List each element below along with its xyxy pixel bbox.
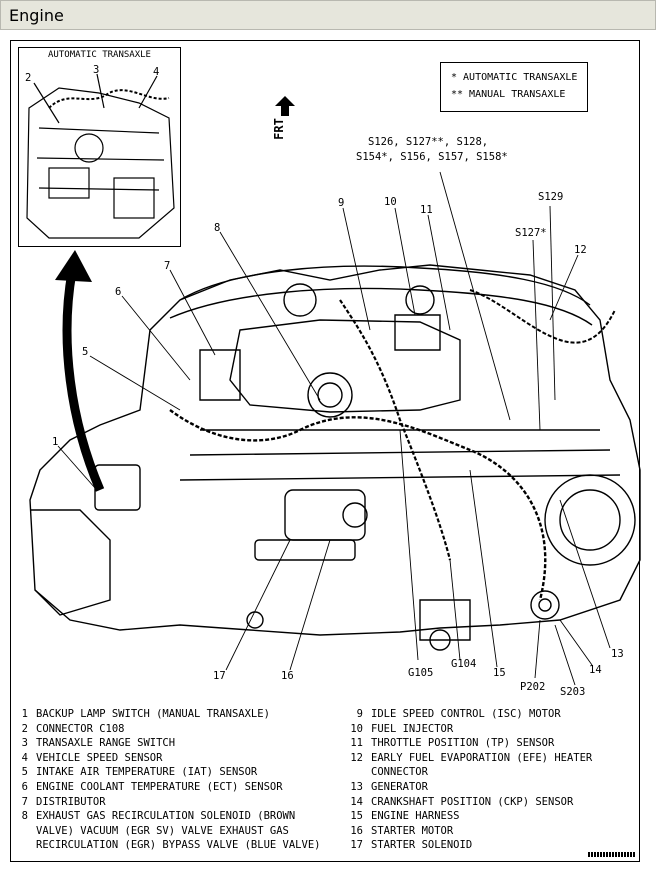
key-entry-number: 12 <box>350 751 363 764</box>
callout-s203: S203 <box>560 686 586 698</box>
key-entry: VALVE) VACUUM (EGR SV) VALVE EXHAUST GAS <box>10 824 289 839</box>
key-entry-number: 1 <box>21 708 28 720</box>
splice-list-line2: S154*, S156, S157, S158* <box>356 151 508 163</box>
key-entry-text: FUEL INJECTOR <box>371 722 454 735</box>
key-entry: 8 EXHAUST GAS RECIRCULATION SOLENOID (BRO… <box>10 809 296 824</box>
key-entry-text: EARLY FUEL EVAPORATION (EFE) HEATER <box>371 751 593 764</box>
key-entry-number: 3 <box>21 737 28 750</box>
legend-automatic: * AUTOMATIC TRANSAXLE <box>451 72 578 83</box>
inset-title: AUTOMATIC TRANSAXLE <box>48 50 151 60</box>
key-entry: 14 CRANKSHAFT POSITION (CKP) SENSOR <box>345 795 573 810</box>
key-entry-number: 16 <box>350 824 363 837</box>
key-entry-text: GENERATOR <box>371 781 428 793</box>
key-entry-text: EXHAUST GAS RECIRCULATION SOLENOID (BROW… <box>36 810 296 823</box>
automatic-transaxle-inset: AUTOMATIC TRANSAXLE 2 3 4 <box>18 47 181 247</box>
key-entry: 16 STARTER MOTOR <box>345 824 453 839</box>
key-entry-number: 11 <box>350 737 363 750</box>
key-entry-text: ENGINE COOLANT TEMPERATURE (ECT) SENSOR <box>36 781 283 793</box>
key-entry-text: CONNECTOR C108 <box>36 722 125 735</box>
key-entry-text: STARTER SOLENOID <box>371 839 473 852</box>
key-entry: 12 EARLY FUEL EVAPORATION (EFE) HEATER <box>345 751 592 766</box>
callout-s129: S129 <box>538 191 564 203</box>
key-entry-number: 2 <box>21 722 28 735</box>
callout-16: 16 <box>281 670 294 682</box>
key-entry-text: DISTRIBUTOR <box>36 795 106 808</box>
inset-callout-2: 2 <box>25 72 32 84</box>
key-entry-number: 7 <box>21 795 28 808</box>
callout-11: 11 <box>420 204 433 216</box>
key-entry: 13 GENERATOR <box>345 780 428 795</box>
callout-14: 14 <box>589 664 602 676</box>
front-label: FRT <box>271 118 286 140</box>
callout-10: 10 <box>384 196 397 208</box>
key-entry: 15 ENGINE HARNESS <box>345 809 460 824</box>
callout-17: 17 <box>213 670 226 682</box>
callout-7: 7 <box>164 260 171 272</box>
callout-g104: G104 <box>451 658 477 670</box>
callout-13: 13 <box>611 648 624 660</box>
callout-g105: G105 <box>408 667 434 679</box>
inset-callout-3: 3 <box>93 64 100 76</box>
key-entry-number: 17 <box>350 839 363 852</box>
legend-manual: ** MANUAL TRANSAXLE <box>451 89 566 100</box>
key-entry-text: VALVE) VACUUM (EGR SV) VALVE EXHAUST GAS <box>36 824 289 837</box>
key-entry-text: ENGINE HARNESS <box>371 810 460 823</box>
up-arrow-icon <box>275 96 295 116</box>
key-entry-number: 4 <box>21 751 28 764</box>
callout-s127: S127* <box>515 227 547 239</box>
key-entry: 2 CONNECTOR C108 <box>10 722 125 737</box>
key-entry-text: RECIRCULATION (EGR) BYPASS VALVE (BLUE V… <box>36 839 321 852</box>
front-arrow: FRT <box>271 96 296 152</box>
key-entry-text: IDLE SPEED CONTROL (ISC) MOTOR <box>371 708 561 720</box>
key-entry: RECIRCULATION (EGR) BYPASS VALVE (BLUE V… <box>10 838 320 853</box>
transaxle-legend: * AUTOMATIC TRANSAXLE ** MANUAL TRANSAXL… <box>440 62 588 112</box>
key-entry: 17 STARTER SOLENOID <box>345 838 472 853</box>
key-entry-number: 15 <box>350 810 363 823</box>
key-entry-number: 8 <box>21 810 28 823</box>
inset-callout-4: 4 <box>153 66 160 78</box>
key-entry: 5 INTAKE AIR TEMPERATURE (IAT) SENSOR <box>10 765 258 780</box>
callout-6: 6 <box>115 286 122 298</box>
key-entry-text: CONNECTOR <box>371 766 428 779</box>
key-entry: 1 BACKUP LAMP SWITCH (MANUAL TRANSAXLE) <box>10 707 270 722</box>
key-entry: 7 DISTRIBUTOR <box>10 795 106 810</box>
key-entry-text: INTAKE AIR TEMPERATURE (IAT) SENSOR <box>36 766 258 779</box>
key-entry: 6 ENGINE COOLANT TEMPERATURE (ECT) SENSOR <box>10 780 283 795</box>
callout-1: 1 <box>52 436 59 448</box>
key-entry: 10 FUEL INJECTOR <box>345 722 453 737</box>
window-title: Engine <box>9 6 64 25</box>
callout-p202: P202 <box>520 681 546 693</box>
key-entry-text: VEHICLE SPEED SENSOR <box>36 751 163 764</box>
key-entry-text: TRANSAXLE RANGE SWITCH <box>36 737 176 750</box>
callout-5: 5 <box>82 346 89 358</box>
figure-id-stamp <box>588 852 636 857</box>
key-entry-text: CRANKSHAFT POSITION (CKP) SENSOR <box>371 795 574 808</box>
key-entry-text: STARTER MOTOR <box>371 824 454 837</box>
inset-illustration <box>26 73 175 239</box>
key-entry-number: 14 <box>350 795 363 808</box>
key-entry-number: 5 <box>21 766 28 779</box>
key-entry: 3 TRANSAXLE RANGE SWITCH <box>10 736 175 751</box>
key-entry-number: 10 <box>350 722 363 735</box>
callout-8: 8 <box>214 222 221 234</box>
key-entry-number: 13 <box>350 781 363 793</box>
splice-list-line1: S126, S127**, S128, <box>368 136 489 148</box>
key-entry-number: 9 <box>356 708 363 720</box>
key-entry: CONNECTOR <box>345 765 428 780</box>
key-entry-text: BACKUP LAMP SWITCH (MANUAL TRANSAXLE) <box>36 708 270 720</box>
key-entry: 4 VEHICLE SPEED SENSOR <box>10 751 163 766</box>
key-entry: 9 IDLE SPEED CONTROL (ISC) MOTOR <box>345 707 561 722</box>
key-entry-number: 6 <box>21 781 28 793</box>
window-titlebar: Engine <box>0 0 656 30</box>
callout-9: 9 <box>338 197 345 209</box>
callout-12: 12 <box>574 244 587 256</box>
key-entry: 11 THROTTLE POSITION (TP) SENSOR <box>345 736 554 751</box>
callout-15: 15 <box>493 667 506 679</box>
key-entry-text: THROTTLE POSITION (TP) SENSOR <box>371 737 555 750</box>
